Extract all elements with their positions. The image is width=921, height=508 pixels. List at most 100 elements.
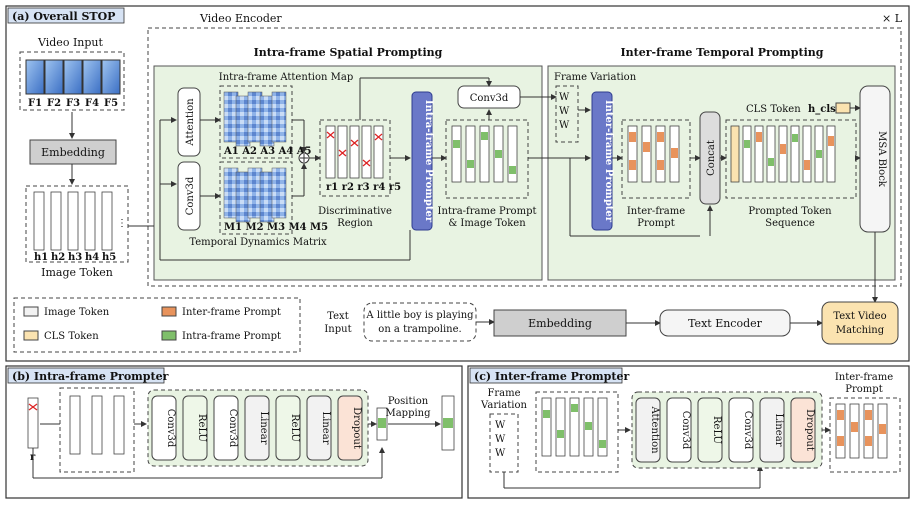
pc-token-group xyxy=(535,391,619,473)
prompted-token-9 xyxy=(826,125,836,183)
intra-token-1 xyxy=(451,125,462,183)
cls-symbol: h_cls xyxy=(808,104,836,115)
pb-region-token xyxy=(27,397,39,449)
attention-maps xyxy=(223,91,287,147)
image-token-1 xyxy=(33,191,45,251)
msa-block-label: MSA Block xyxy=(876,131,887,188)
fv-w1: W xyxy=(559,92,570,103)
image-token-ellipsis: ⋮ xyxy=(117,218,127,229)
concat-label: Concat xyxy=(706,140,717,176)
text-input-label-2: Input xyxy=(324,324,351,335)
pb-layer-7: Dropout xyxy=(351,407,362,449)
legend-box xyxy=(13,297,301,353)
pc-token-2 xyxy=(555,397,566,457)
image-token-4 xyxy=(84,191,96,251)
intra-token-3 xyxy=(479,125,490,183)
prompted-token-6 xyxy=(790,125,800,183)
intra-token-5 xyxy=(507,125,518,183)
intra-prompter-label: Intra-frame Prompter xyxy=(423,100,434,223)
image-tokens xyxy=(33,191,113,251)
image-token-label-1: h1 xyxy=(34,252,48,263)
frame-variation-label: Frame Variation xyxy=(554,72,637,83)
video-frame-5 xyxy=(101,59,121,95)
pc-output-fill xyxy=(837,410,886,446)
prompted-token-2 xyxy=(742,125,752,183)
frame-label-5: F5 xyxy=(104,98,118,109)
image-token-2 xyxy=(50,191,62,251)
fv-w3: W xyxy=(559,120,570,131)
pc-layer-1-box xyxy=(635,397,661,463)
pb-layer-3: Conv3d xyxy=(227,409,238,448)
temporal-maps xyxy=(223,167,287,223)
prompted-token-4 xyxy=(766,125,776,183)
pc-layer-3: ReLU xyxy=(711,416,722,444)
legend-cls-token: CLS Token xyxy=(44,331,99,342)
inter-prompt-label-1: Inter-frame xyxy=(627,206,685,217)
text-encoder-label: Text Encoder xyxy=(688,317,763,330)
legend-image-token-swatch xyxy=(23,306,39,317)
frame-label-2: F2 xyxy=(47,98,61,109)
intra-prompt-fill xyxy=(453,132,516,174)
pb-region-marks xyxy=(28,403,38,411)
inter-prompter-box xyxy=(591,91,613,231)
cls-token-label: CLS Token xyxy=(746,104,801,115)
pb-layer-2-box xyxy=(182,395,208,461)
pc-token-3 xyxy=(569,397,580,457)
pc-layer-6: Dropout xyxy=(804,409,815,451)
m-labels: M1 M2 M3 M4 M5 xyxy=(224,222,328,233)
intra-prompter-box xyxy=(411,91,433,231)
pb-token-1 xyxy=(69,395,81,455)
embedding2-box xyxy=(493,309,627,337)
image-token-label-2: h2 xyxy=(51,252,65,263)
discriminative-label: Discriminative xyxy=(318,206,392,217)
panel-c-title: (c) Inter-frame Prompter xyxy=(474,370,629,383)
region-token-4 xyxy=(361,125,372,179)
pb-layer-5-box xyxy=(275,395,301,461)
pb-token-group xyxy=(59,387,135,473)
legend-cls-swatch xyxy=(23,330,39,341)
pc-layer-5-box xyxy=(759,397,785,463)
pc-frame-label-2: Variation xyxy=(480,400,527,411)
image-token-label-3: h3 xyxy=(68,252,82,263)
text-sample-line-1: A little boy is playing xyxy=(365,310,474,321)
frame-label-1: F1 xyxy=(28,98,42,109)
image-token-5 xyxy=(101,191,113,251)
pb-layer-4: Linear xyxy=(258,412,269,445)
video-frame-2 xyxy=(44,59,64,95)
a-labels: A1 A2 A3 A4 A5 xyxy=(223,146,312,157)
frame-variation-group xyxy=(555,85,579,143)
legend-image-token: Image Token xyxy=(44,307,110,318)
pb-layer-3-box xyxy=(213,395,239,461)
pc-fv-w1: W xyxy=(495,420,506,431)
pc-layer-1: Attention xyxy=(649,405,660,454)
cls-token-chip xyxy=(835,102,851,114)
embedding-label: Embedding xyxy=(41,146,105,159)
region-marks xyxy=(326,131,383,167)
tvm-label-1: Text Video xyxy=(833,311,886,322)
pc-layer-4: Conv3d xyxy=(742,411,753,450)
video-frames xyxy=(25,59,121,95)
intra-prompt-token-label-1: Intra-frame Prompt xyxy=(438,206,537,217)
temporal-map-5 xyxy=(271,167,287,219)
pc-inter-prompt-label-2: Prompt xyxy=(845,384,882,395)
pc-layer-4-box xyxy=(728,397,754,463)
panel-a-header xyxy=(7,7,125,24)
legend-inter-prompt: Inter-frame Prompt xyxy=(182,307,281,318)
prompted-label-2: Sequence xyxy=(765,218,815,229)
pb-position-label-1: Position xyxy=(388,396,429,407)
video-frame-4 xyxy=(82,59,102,95)
intra-spatial-title: Intra-frame Spatial Prompting xyxy=(254,46,443,59)
region-token-5 xyxy=(373,125,384,179)
prompted-token-7 xyxy=(802,125,812,183)
panel-c: (c) Inter-frame Prompter Frame Variation… xyxy=(467,365,910,499)
pc-fv-w3: W xyxy=(495,448,506,459)
pc-layer-6-box xyxy=(790,397,816,463)
image-token-group xyxy=(25,185,129,263)
attention-label: Attention xyxy=(185,98,196,147)
pb-prompt-fill xyxy=(378,418,386,428)
pb-layer-7-box xyxy=(337,395,363,461)
pc-token-5 xyxy=(597,397,608,457)
legend-intra-prompt: Intra-frame Prompt xyxy=(182,331,281,342)
video-encoder-label: Video Encoder xyxy=(199,12,282,25)
pc-layers: Attention Conv3d ReLU Conv3d Linear Drop… xyxy=(635,397,816,463)
